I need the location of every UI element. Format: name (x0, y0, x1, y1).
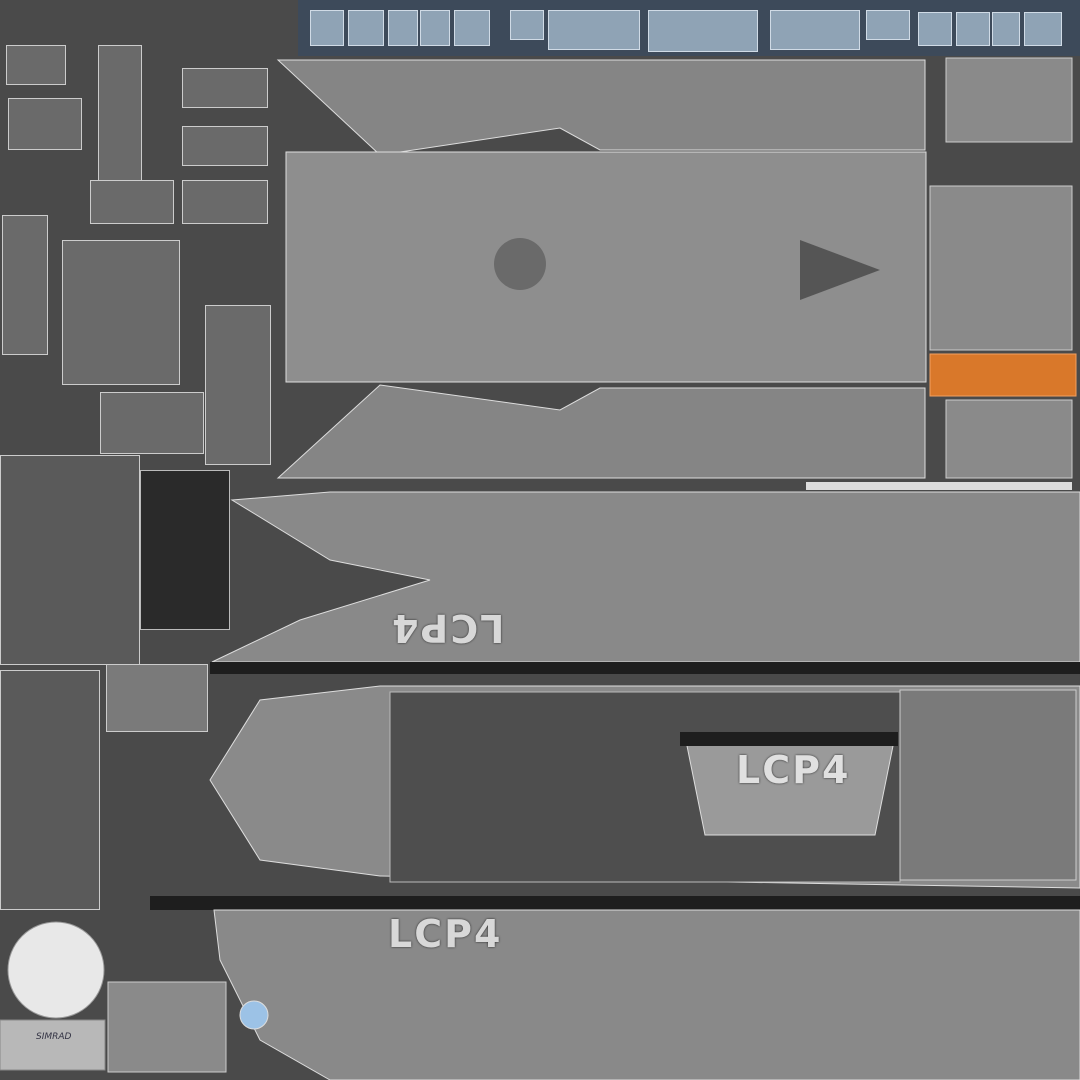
rail-part (182, 126, 268, 166)
window-pane (992, 12, 1020, 46)
hull-marking: LCP4 (388, 912, 503, 956)
simrad-label: SIMRAD (36, 1032, 72, 1042)
console-bar (680, 732, 898, 746)
hull-marking-mirrored: LCP4 (390, 606, 505, 650)
bow-deck (800, 240, 880, 300)
hull-side-lower (213, 909, 1080, 1080)
rail-part (98, 45, 142, 185)
deck-marking: LCP4 (736, 748, 851, 792)
window-pane (510, 10, 544, 40)
radar-base (0, 1019, 106, 1071)
window-frame-group (0, 670, 100, 910)
radar-dish (7, 921, 105, 1019)
window-frame-group (0, 455, 140, 665)
roof-panel (945, 57, 1073, 143)
rail-part (182, 180, 268, 224)
window-pane (770, 10, 860, 50)
dark-part-group (140, 470, 230, 630)
antenna-part (2, 215, 48, 355)
rail-part (6, 45, 66, 85)
seat-part (106, 664, 208, 732)
window-pane (420, 10, 450, 46)
deck-hatch (494, 238, 546, 290)
window-pane (866, 10, 910, 40)
window-pane (348, 10, 384, 46)
hull-stripe-lower (150, 896, 1080, 910)
rail-part (182, 68, 268, 108)
window-pane (388, 10, 418, 46)
window-pane (956, 12, 990, 46)
roof-panel (929, 185, 1073, 351)
window-pane (310, 10, 344, 46)
aft-box (899, 689, 1077, 881)
window-pane (1024, 12, 1062, 46)
window-pane (918, 12, 952, 46)
rail-part (8, 98, 82, 150)
hull-side-upper (211, 491, 1080, 663)
frame-part (62, 240, 180, 385)
lower-side-panel (276, 384, 926, 479)
seat-part (100, 392, 204, 454)
window-pane (648, 10, 758, 52)
upper-side-panel (276, 59, 926, 156)
rail-bar (806, 482, 1072, 490)
rail-part (90, 180, 174, 224)
hull-stripe-upper (210, 662, 1080, 674)
roof-panel (945, 399, 1073, 479)
mount-piece (107, 981, 227, 1073)
vent-part (205, 305, 271, 465)
gauge-dial (239, 1000, 269, 1030)
window-pane (454, 10, 490, 46)
orange-grille (929, 353, 1077, 397)
window-pane (548, 10, 640, 50)
